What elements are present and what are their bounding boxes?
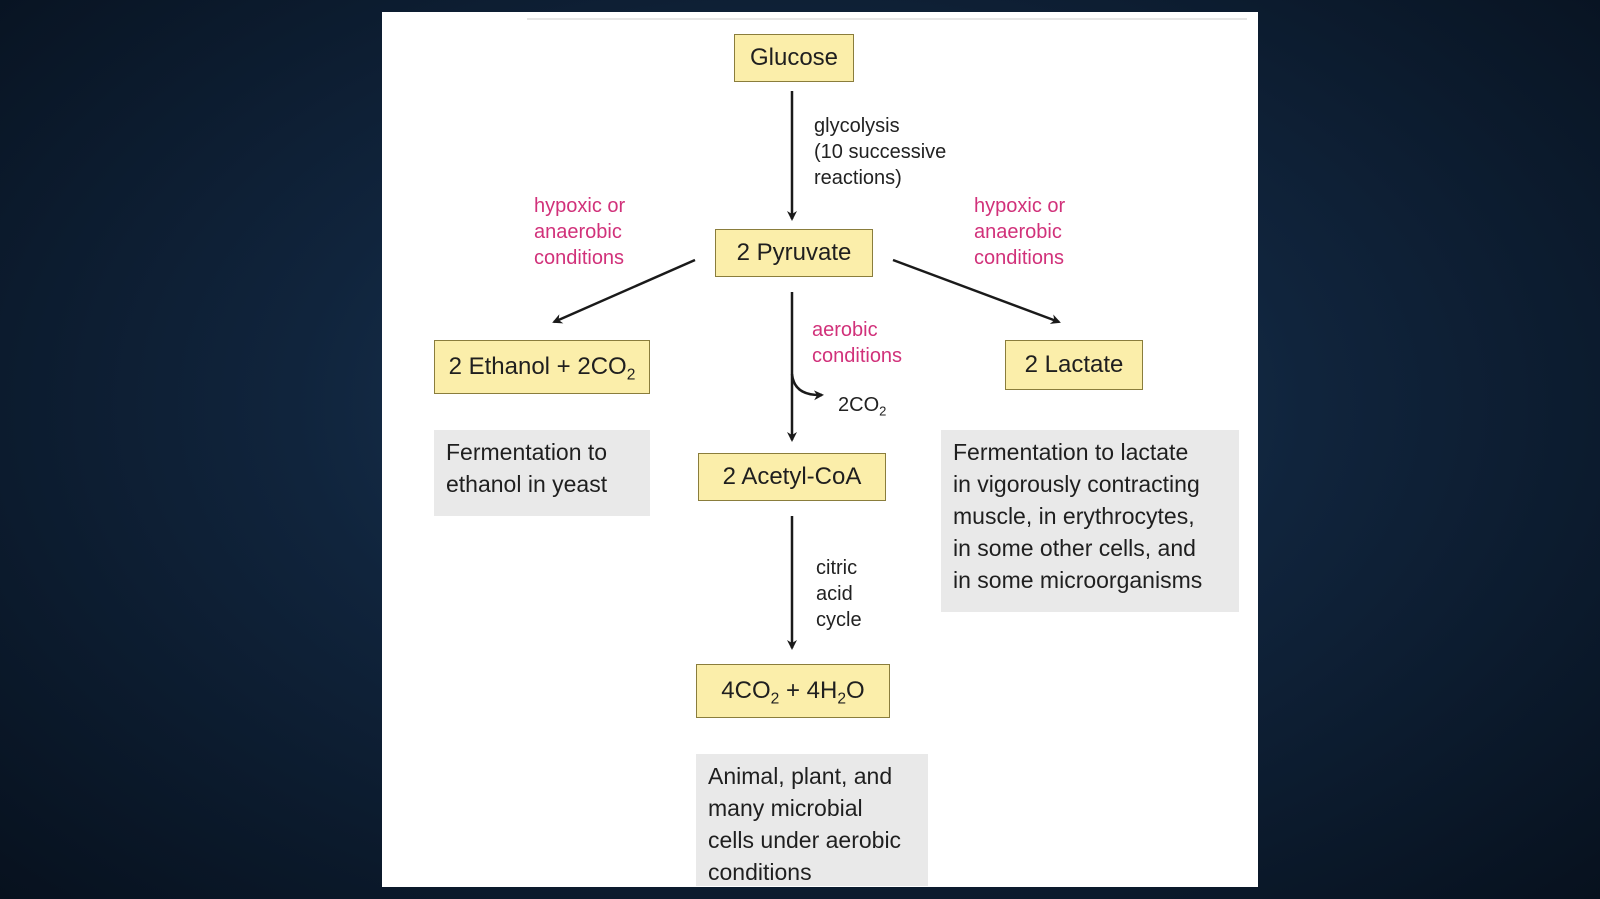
arrow-pyruvate-to-ethanol bbox=[552, 258, 696, 324]
node-final-products-label: 4CO2 + 4H2O bbox=[721, 677, 865, 708]
slide-top-rule bbox=[527, 18, 1247, 20]
label-aerobic: aerobic conditions bbox=[812, 319, 903, 367]
node-ethanol: 2 Ethanol + 2CO2 bbox=[434, 340, 650, 394]
arrows-layer bbox=[552, 91, 1061, 650]
node-pyruvate: 2 Pyruvate bbox=[715, 229, 873, 277]
node-lactate-label: 2 Lactate bbox=[1024, 351, 1124, 378]
arrow-co2-release bbox=[790, 373, 824, 401]
node-acetyl-coa: 2 Acetyl-CoA bbox=[698, 453, 886, 501]
label-hypoxic-left: hypoxic or anaerobic conditions bbox=[534, 195, 626, 269]
arrow-pyruvate-to-lactate bbox=[892, 258, 1061, 324]
node-ethanol-label: 2 Ethanol + 2CO2 bbox=[448, 353, 636, 384]
note-ethanol-fermentation: Fermentation to ethanol in yeast bbox=[434, 430, 650, 516]
note-lactate-fermentation: Fermentation to lactate in vigorously co… bbox=[941, 430, 1239, 612]
node-acetyl-coa-label: 2 Acetyl-CoA bbox=[722, 463, 862, 490]
node-pyruvate-label: 2 Pyruvate bbox=[736, 239, 852, 266]
node-glucose-label: Glucose bbox=[749, 44, 839, 71]
node-final-products: 4CO2 + 4H2O bbox=[696, 664, 890, 718]
label-co2-release: 2CO2 bbox=[838, 394, 887, 419]
label-citric-acid-cycle: citric acid cycle bbox=[816, 557, 862, 631]
node-lactate: 2 Lactate bbox=[1005, 340, 1143, 390]
note-aerobic-cells: Animal, plant, and many microbial cells … bbox=[696, 754, 928, 886]
diagram-slide: Glucose 2 Pyruvate 2 Ethanol + 2CO2 2 La… bbox=[382, 12, 1258, 887]
node-glucose: Glucose bbox=[734, 34, 854, 82]
label-glycolysis: glycolysis (10 successive reactions) bbox=[814, 115, 947, 189]
label-hypoxic-right: hypoxic or anaerobic conditions bbox=[974, 195, 1066, 269]
